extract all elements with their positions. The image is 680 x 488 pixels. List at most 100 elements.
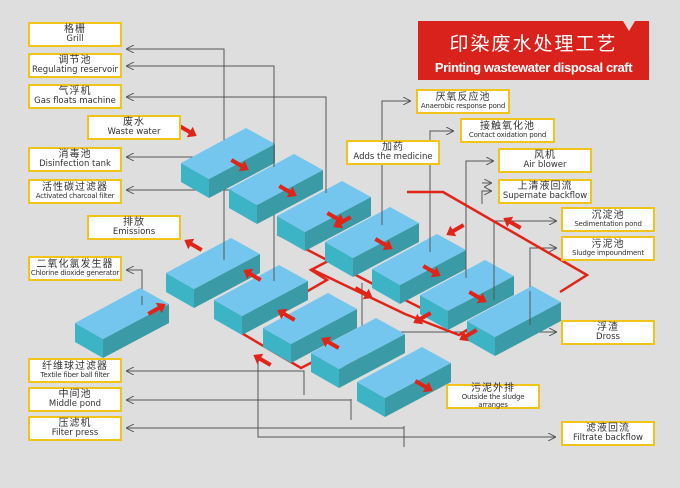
tank-left-face <box>420 295 448 330</box>
flow-arrow-shape <box>414 379 433 393</box>
flow-arrow <box>413 311 432 325</box>
flow-arrow <box>178 124 197 138</box>
flow-arrow <box>321 336 340 350</box>
connector-line <box>127 66 275 133</box>
flow-arrow <box>184 238 203 252</box>
flow-arrow-shape <box>178 124 197 138</box>
flow-arrow <box>230 158 249 172</box>
flow-arrow <box>414 379 433 393</box>
tank-right-face <box>385 363 451 417</box>
flow-arrow <box>422 264 441 278</box>
tank-top-face <box>420 260 514 311</box>
tank-top-face <box>214 265 308 316</box>
tank-top-face <box>311 318 405 369</box>
tank-right-face <box>495 302 561 356</box>
connector-line <box>481 191 491 204</box>
flow-arrow <box>459 328 478 342</box>
tank-top-face <box>75 288 169 339</box>
flow-arrow <box>243 268 262 282</box>
tank-left-face <box>357 382 385 417</box>
flow-arrow-shape <box>243 268 262 282</box>
flow-arrow <box>147 302 166 316</box>
title-notch <box>623 21 635 31</box>
connector-line <box>127 426 405 428</box>
flow-arrow <box>277 308 296 322</box>
tank-right-face <box>257 170 323 224</box>
flow-arrow-shape <box>459 328 478 342</box>
tank-right-face <box>448 276 514 330</box>
tank-left-face <box>325 242 353 277</box>
flow-arrow-shape <box>503 216 522 230</box>
tank-top-face <box>277 181 371 232</box>
tank-left-face <box>75 323 103 358</box>
flow-arrow-shape <box>253 353 272 367</box>
flow-arrow-shape <box>413 311 432 325</box>
flow-arrow-shape <box>278 184 297 198</box>
flow-arrow-shape <box>333 215 352 229</box>
tank-left-face <box>277 216 305 251</box>
tank-right-face <box>194 254 260 308</box>
tank-top-face <box>166 238 260 289</box>
tank-right-face <box>291 309 357 363</box>
connector-line <box>529 248 556 291</box>
flow-arrow-shape <box>374 237 393 251</box>
title-english: Printing wastewater disposal craft <box>434 60 633 75</box>
flow-arrow <box>446 223 465 237</box>
sludge-pipe <box>407 190 590 294</box>
flow-arrow-shape <box>446 223 465 237</box>
tank-left-face <box>311 353 339 388</box>
connector-line <box>429 131 453 214</box>
flow-arrow-shape <box>184 238 203 252</box>
tank-right-face <box>339 334 405 388</box>
tank-top-face <box>325 207 419 258</box>
flow-arrow-shape <box>147 302 166 316</box>
tank-left-face <box>166 273 194 308</box>
tank-left-face <box>214 300 242 335</box>
tank-right-face <box>242 281 308 335</box>
tank-right-face <box>103 304 169 358</box>
connector-line <box>257 360 555 437</box>
flow-arrow-shape <box>230 158 249 172</box>
flow-arrow <box>374 237 393 251</box>
connector-line <box>127 270 143 296</box>
flow-arrow-shape <box>422 264 441 278</box>
flow-arrow-shape <box>354 286 373 300</box>
flow-arrow <box>278 184 297 198</box>
flow-arrow-shape <box>321 336 340 350</box>
tank-top-face <box>372 234 466 285</box>
tank-top-face <box>263 293 357 344</box>
flow-arrow <box>333 215 352 229</box>
connector-line <box>127 399 352 400</box>
title-banner: 印染废水处理工艺 Printing wastewater disposal cr… <box>418 21 649 80</box>
tank-right-face <box>353 223 419 277</box>
tank-right-face <box>400 250 466 304</box>
tank-left-face <box>229 189 257 224</box>
tank-top-face <box>467 286 561 337</box>
tank-right-face <box>209 144 275 198</box>
flow-arrow <box>468 290 487 304</box>
flow-arrow <box>503 216 522 230</box>
tank-top-face <box>229 154 323 205</box>
flow-arrow-shape <box>277 308 296 322</box>
tank-left-face <box>181 163 209 198</box>
tank-top-face <box>357 347 451 398</box>
